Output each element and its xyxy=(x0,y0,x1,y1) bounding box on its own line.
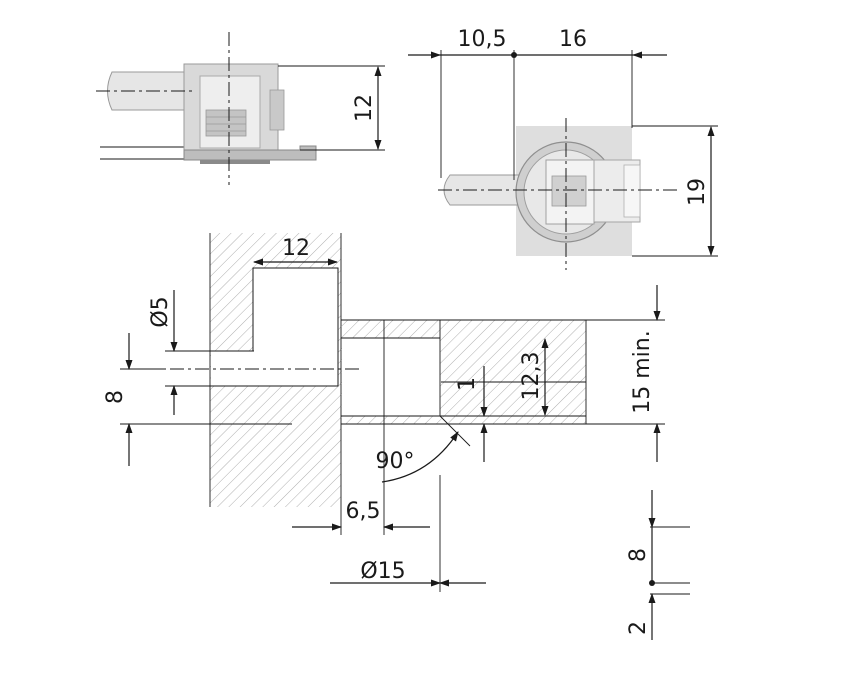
dim-top-height: 19 xyxy=(685,178,710,206)
section-view: 12 Ø5 8 1 12,3 15 min. 90° xyxy=(103,233,690,640)
dim-edge-distance: 6,5 xyxy=(346,499,381,524)
bore-hole xyxy=(252,267,339,387)
connector-clip xyxy=(269,89,285,131)
side-view: 12 xyxy=(96,32,385,185)
dim-side-height: 12 xyxy=(352,94,377,122)
dim-top-offset: 10,5 xyxy=(458,27,507,52)
dim-lower-2: 2 xyxy=(626,621,651,635)
dim-panel-thickness: 15 min. xyxy=(630,330,655,413)
dim-bore-depth: 12 xyxy=(282,236,310,261)
connector-spring xyxy=(205,109,247,137)
top-view: 10,5 16 19 xyxy=(408,27,718,270)
dim-housing-depth: 12,3 xyxy=(519,352,544,401)
chamfer-line xyxy=(439,415,471,447)
base-foot xyxy=(200,160,270,164)
dim-gap: 1 xyxy=(455,377,480,391)
dim-pin-diameter: Ø5 xyxy=(148,296,173,327)
dim-angle: 90° xyxy=(376,449,415,474)
dim-pin-offset: 8 xyxy=(103,390,128,404)
angle-arc xyxy=(381,431,459,483)
housing-hole xyxy=(342,338,440,416)
dim-hole-diameter: Ø15 xyxy=(360,559,405,584)
dim-lower-8: 8 xyxy=(626,548,651,562)
dim-top-length: 16 xyxy=(559,27,587,52)
